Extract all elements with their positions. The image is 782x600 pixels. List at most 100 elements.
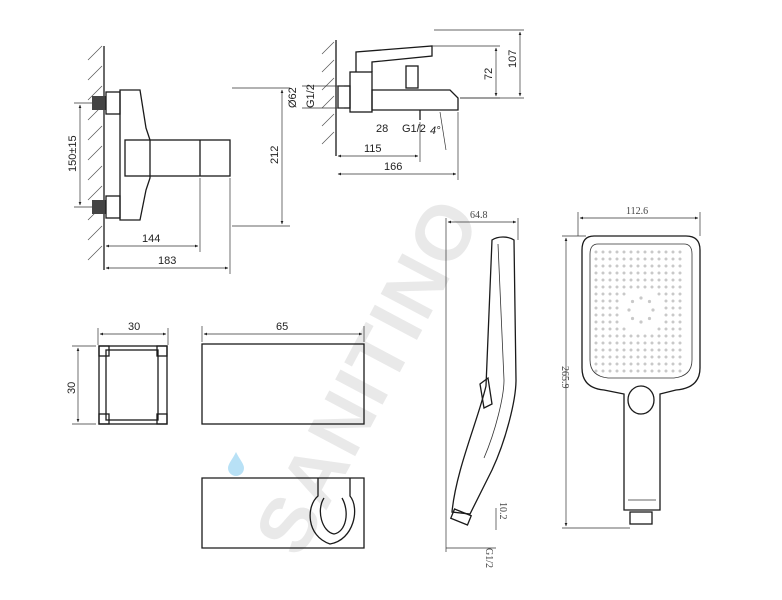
nozzle	[608, 299, 612, 303]
nozzle	[671, 306, 675, 310]
nozzle	[615, 299, 619, 303]
nozzle	[643, 348, 647, 352]
nozzle	[615, 278, 619, 282]
nozzle	[664, 313, 668, 317]
nozzle	[650, 362, 654, 366]
nozzle	[629, 264, 633, 268]
nozzle	[594, 362, 598, 366]
nozzle	[657, 334, 661, 338]
nozzle	[594, 299, 598, 303]
nozzle	[615, 257, 619, 261]
nozzle	[671, 285, 675, 289]
nozzle	[601, 334, 605, 338]
nozzle	[601, 250, 605, 254]
nozzle	[615, 369, 619, 373]
nozzle	[643, 285, 647, 289]
nozzle	[608, 327, 612, 331]
nozzle	[608, 348, 612, 352]
nozzle	[678, 257, 682, 261]
nozzle	[636, 341, 640, 345]
dim-thread-bottom: G1/2	[402, 123, 426, 135]
nozzle	[664, 327, 668, 331]
nozzle	[629, 285, 633, 289]
nozzle	[608, 320, 612, 324]
nozzle	[650, 285, 654, 289]
nozzle	[630, 316, 635, 321]
nozzle	[678, 299, 682, 303]
nozzle	[650, 334, 654, 338]
nozzle	[629, 334, 633, 338]
nozzle	[594, 306, 598, 310]
nozzle	[629, 341, 633, 345]
nozzle	[622, 271, 626, 275]
dim-depth-183: 183	[158, 255, 176, 267]
nozzle	[630, 299, 635, 304]
nozzle	[678, 278, 682, 282]
nozzle	[657, 341, 661, 345]
nozzle	[608, 362, 612, 366]
nozzle	[678, 348, 682, 352]
nozzle	[678, 264, 682, 268]
nozzle	[657, 285, 661, 289]
nozzle	[629, 369, 633, 373]
shower-head-outline	[581, 235, 701, 511]
nozzle	[636, 369, 640, 373]
nozzle	[615, 306, 619, 310]
nozzle	[629, 271, 633, 275]
dim-115: 115	[364, 143, 382, 155]
dim-spacing: 150±15	[67, 135, 79, 172]
nozzle	[678, 285, 682, 289]
nozzle	[608, 292, 612, 296]
nozzle	[678, 334, 682, 338]
dim-height: 212	[269, 146, 281, 164]
nozzle	[643, 341, 647, 345]
nozzle	[664, 299, 668, 303]
nozzle	[615, 334, 619, 338]
nozzle	[664, 278, 668, 282]
nozzle	[615, 250, 619, 254]
nozzle	[650, 355, 654, 359]
nozzle	[601, 299, 605, 303]
nozzle	[650, 369, 654, 373]
hand-shower-front-view: 112.6 265.9	[559, 206, 701, 529]
nozzle	[657, 355, 661, 359]
shower-side-dim-thread: G1/2	[483, 548, 494, 568]
mixer-front-view: 150±15 212 144 183	[67, 45, 290, 274]
nozzle	[647, 316, 652, 321]
nozzle	[622, 341, 626, 345]
nozzle	[664, 271, 668, 275]
nozzle	[636, 278, 640, 282]
nozzle	[664, 362, 668, 366]
shower-side-dim-width: 64.8	[470, 210, 488, 221]
nozzle	[639, 296, 643, 300]
dim-166: 166	[384, 161, 402, 173]
nozzle	[671, 264, 675, 268]
nozzle	[594, 271, 598, 275]
nozzle	[622, 355, 626, 359]
nozzle	[664, 334, 668, 338]
nozzle	[671, 355, 675, 359]
nozzle	[615, 348, 619, 352]
shower-face-outline	[589, 243, 693, 379]
shower-side-dim-10-2: 10.2	[497, 502, 508, 520]
nozzle	[636, 334, 640, 338]
nozzle	[664, 306, 668, 310]
nozzle	[678, 320, 682, 324]
side-spout	[371, 89, 459, 111]
nozzle	[671, 341, 675, 345]
nozzle	[608, 334, 612, 338]
nozzle	[650, 341, 654, 345]
nozzle	[650, 271, 654, 275]
nozzle	[594, 285, 598, 289]
nozzle	[622, 264, 626, 268]
nozzle	[629, 278, 633, 282]
nozzle	[622, 348, 626, 352]
nozzle	[657, 264, 661, 268]
nozzle	[657, 250, 661, 254]
nozzle	[608, 271, 612, 275]
nozzle	[671, 369, 675, 373]
nozzle	[594, 334, 598, 338]
nozzle	[594, 250, 598, 254]
nozzle	[664, 285, 668, 289]
